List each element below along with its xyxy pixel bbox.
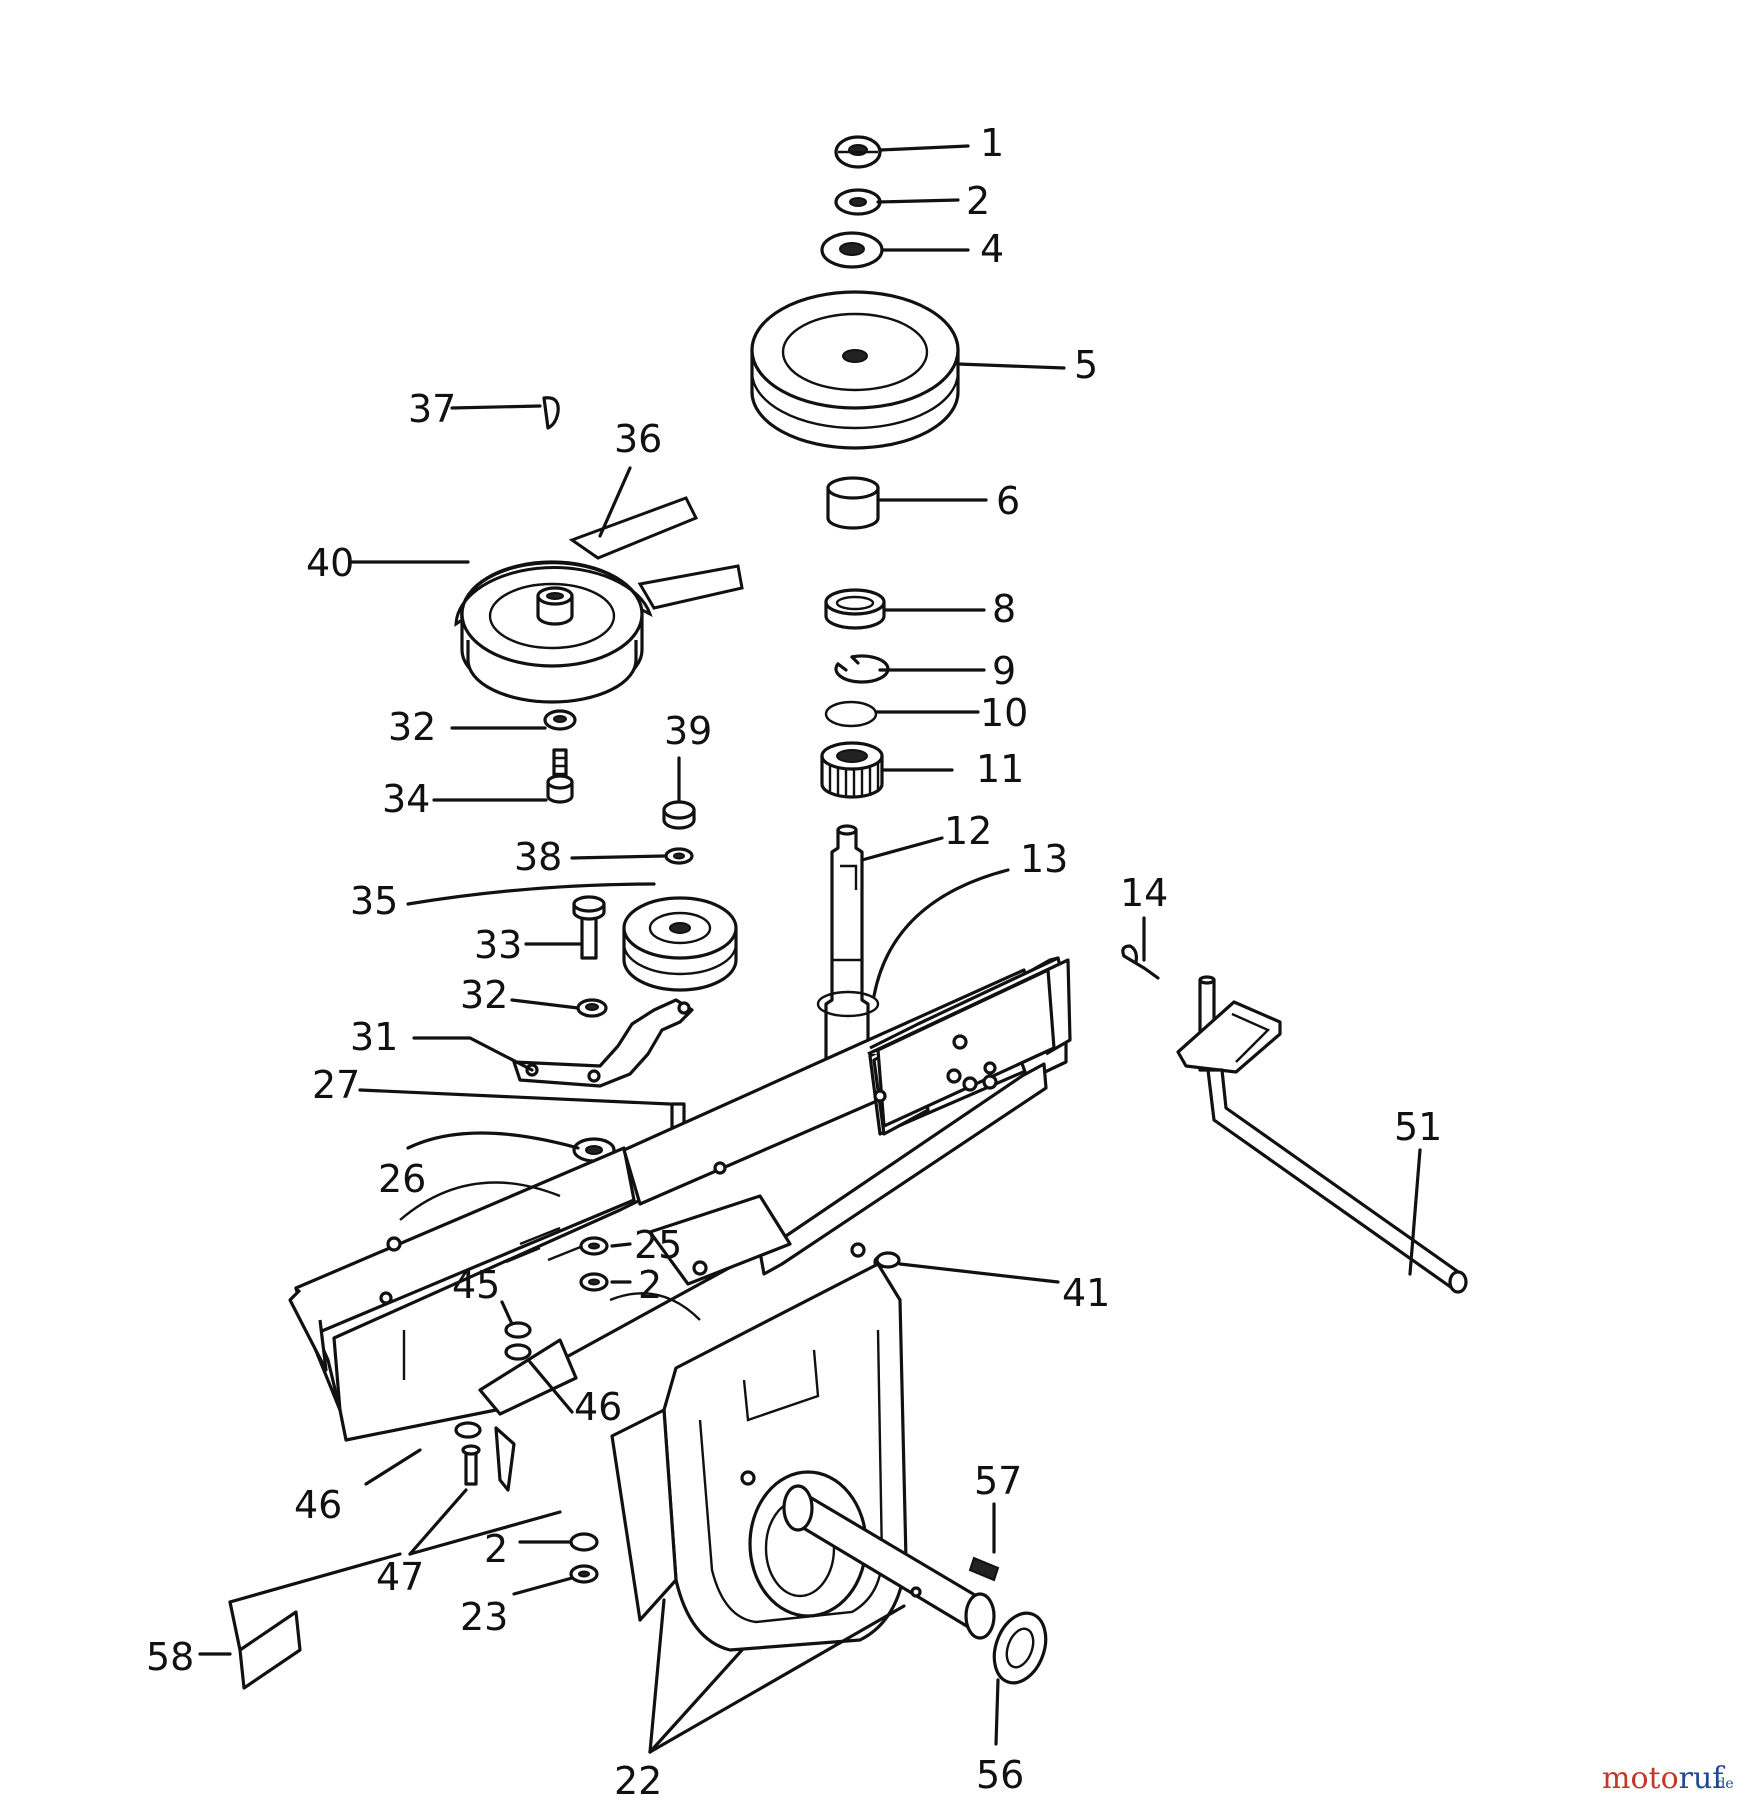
- label-22: 22: [614, 1759, 662, 1800]
- label-plate-part-58: [238, 1610, 302, 1690]
- idler-pulley-part-35: [622, 896, 738, 992]
- leader-lines: [198, 144, 1422, 1754]
- label-25: 25: [634, 1223, 682, 1267]
- nut-part-23: [569, 1564, 599, 1584]
- label-33: 33: [474, 923, 522, 967]
- label-36: 36: [614, 417, 662, 461]
- label-32-lower: 32: [460, 973, 508, 1017]
- pulley-with-belt-part-40: [454, 496, 744, 704]
- nut-part-1: [834, 135, 882, 169]
- watermark-text: motoruf: [1602, 1761, 1725, 1796]
- key-part-57: [968, 1556, 1000, 1582]
- label-2-bottom: 2: [484, 1527, 508, 1571]
- label-51: 51: [1394, 1105, 1442, 1149]
- label-35: 35: [350, 879, 398, 923]
- washer-part-2-top: [834, 188, 882, 216]
- label-6: 6: [996, 479, 1020, 523]
- bolt-part-47: [461, 1444, 481, 1486]
- label-1: 1: [980, 121, 1004, 165]
- circlip-part-10: [824, 700, 878, 728]
- nut-part-39: [662, 800, 696, 830]
- nut-part-45: [504, 1321, 532, 1361]
- label-46-lower: 46: [294, 1483, 342, 1527]
- label-5: 5: [1074, 343, 1098, 387]
- o-ring-part-13: [816, 990, 880, 1018]
- shoulder-bolt-part-33: [572, 895, 606, 960]
- nut-part-41: [875, 1251, 901, 1269]
- motoruf-watermark-logo: motoruf .de: [1602, 1761, 1734, 1796]
- watermark-ruf: ruf: [1679, 1761, 1726, 1796]
- washer-part-2-middle: [579, 1272, 609, 1292]
- watermark-moto: moto: [1602, 1761, 1679, 1796]
- shift-lever-part-51: [1176, 975, 1468, 1294]
- label-31: 31: [350, 1015, 398, 1059]
- label-8: 8: [992, 587, 1016, 631]
- label-2-middle: 2: [638, 1263, 662, 1307]
- label-41: 41: [1062, 1271, 1110, 1315]
- part-number-labels: 1 2 4 5 6 8 9 10 11 12 13 14 37 36 40 32…: [146, 121, 1442, 1800]
- cotter-pin-part-14: [1121, 944, 1160, 980]
- key-part-37: [542, 396, 560, 430]
- label-2-top: 2: [966, 179, 990, 223]
- label-34: 34: [382, 777, 430, 821]
- label-14: 14: [1120, 871, 1168, 915]
- circlip-part-9: [834, 654, 890, 684]
- label-11: 11: [976, 747, 1024, 791]
- label-39: 39: [664, 709, 712, 753]
- label-12: 12: [944, 809, 992, 853]
- label-13: 13: [1020, 837, 1068, 881]
- bolt-part-34: [546, 748, 574, 804]
- seal-part-56: [992, 1611, 1048, 1685]
- bearing-part-11: [820, 741, 884, 799]
- washer-part-2-bottom: [569, 1532, 599, 1552]
- label-46-middle: 46: [574, 1385, 622, 1429]
- label-57: 57: [974, 1459, 1022, 1503]
- ring-part-8: [824, 588, 886, 630]
- nut-part-32-top: [543, 709, 577, 731]
- label-27: 27: [312, 1063, 360, 1107]
- washer-part-4: [820, 231, 884, 269]
- nut-part-32-lower: [576, 998, 608, 1018]
- label-40: 40: [306, 541, 354, 585]
- label-38: 38: [514, 835, 562, 879]
- pulley-part-5: [750, 290, 960, 450]
- label-10: 10: [980, 691, 1028, 735]
- axle-shaft: [748, 1470, 996, 1640]
- label-32-top: 32: [388, 705, 436, 749]
- washer-part-38: [664, 847, 694, 865]
- gearbox-housing-part-22: [610, 1262, 908, 1652]
- nut-part-46-lower: [454, 1421, 482, 1439]
- bushing-part-6: [826, 476, 880, 530]
- label-9: 9: [992, 649, 1016, 693]
- label-23: 23: [460, 1595, 508, 1639]
- label-26: 26: [378, 1157, 426, 1201]
- watermark-suffix: .de: [1712, 1776, 1734, 1792]
- label-58: 58: [146, 1635, 194, 1679]
- label-56: 56: [976, 1753, 1024, 1797]
- nut-part-25: [579, 1236, 609, 1256]
- label-45: 45: [452, 1263, 500, 1307]
- label-4: 4: [980, 227, 1004, 271]
- label-47: 47: [376, 1555, 424, 1599]
- label-37: 37: [408, 387, 456, 431]
